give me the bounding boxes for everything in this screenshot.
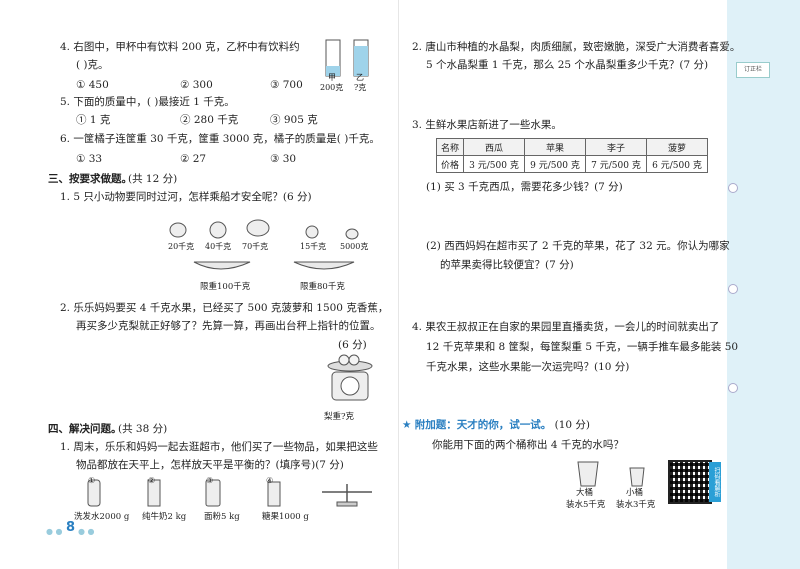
s3q2-line2: 再买多少克梨就正好够了？先算一算，再画出台秤上指针的位置。 (76, 320, 381, 332)
buckets-illustration (577, 461, 645, 487)
page-divider (398, 0, 399, 569)
section3-score: (共 12 分) (128, 173, 178, 185)
sidebar-tab: 订正栏 (736, 62, 770, 78)
section4-score: (共 38 分) (118, 423, 168, 435)
item-label: 糖果1000 g (262, 512, 309, 522)
animals-illustration (169, 219, 359, 240)
binding-hole (728, 183, 738, 193)
q4-blank: ( )克。 (76, 59, 109, 71)
item-label: 面粉5 kg (204, 512, 240, 522)
cup-b-label: 乙 (356, 73, 364, 82)
r-q2-line1: 2. 唐山市种植的水晶梨，肉质细腻，致密嫩脆，深受广大消费者喜爱。 (412, 41, 741, 53)
table-header: 菠萝 (646, 138, 709, 156)
bonus-title: 附加题：天才的你，试一试。 (414, 419, 552, 431)
q5-text: 5. 下面的质量中，( )最接近 1 千克。 (60, 96, 235, 108)
boats-illustration (193, 261, 355, 270)
boat1-limit: 限重100千克 (200, 282, 251, 292)
s4q1-line2: 物品都放在天平上，怎样放天平是平衡的？(填序号)(7 分) (76, 459, 344, 471)
table-cell: 9 元/500 克 (524, 155, 587, 173)
binding-hole (728, 383, 738, 393)
q5-option-2: ② 280 千克 (180, 114, 239, 126)
item-num: ② (148, 476, 156, 485)
cup-a-value: 200克 (320, 83, 344, 92)
r-q3-text: 3. 生鲜水果店新进了一些水果。 (412, 119, 562, 131)
table-header: 名称 (435, 138, 465, 156)
items-illustration (87, 479, 372, 507)
bucket-big-label: 大桶 (576, 488, 594, 498)
boat2-limit: 限重80千克 (300, 282, 345, 292)
s3q2-score: (6 分) (338, 339, 367, 351)
r-q3-sub1: (1) 买 3 千克西瓜，需要花多少钱？(7 分) (426, 181, 623, 193)
q4-text: 4. 右图中，甲杯中有饮料 200 克，乙杯中有饮料约 (60, 41, 300, 53)
table-header: 李子 (585, 138, 648, 156)
section4-title: 四、解决问题。 (48, 423, 122, 435)
cups-illustration (325, 39, 369, 77)
table-cell: 3 元/500 克 (463, 155, 526, 173)
s4q1-line1: 1. 周末，乐乐和妈妈一起去逛超市，他们买了一些物品，如果把这些 (60, 441, 378, 453)
q6-option-2: ② 27 (180, 153, 207, 165)
page-dots: ● ● (46, 527, 63, 536)
q4-option-2: ② 300 (180, 79, 213, 91)
cup-a-label: 甲 (328, 73, 336, 82)
r-q4-line1: 4. 果农王叔叔正在自家的果园里直播卖货，一会儿的时间就卖出了 (412, 321, 720, 333)
qr-code[interactable] (668, 460, 712, 504)
item-num: ③ (206, 476, 214, 485)
bonus-question: 你能用下面的两个桶称出 4 千克的水吗？ (432, 439, 624, 451)
q4-option-1: ① 450 (76, 79, 109, 91)
s3q1-text: 1. 5 只小动物要同时过河，怎样乘船才安全呢？(6 分) (60, 191, 312, 203)
table-cell: 6 元/500 克 (646, 155, 709, 173)
r-q4-line2: 12 千克苹果和 8 筐梨，每筐梨重 5 千克，一辆手推车最多能装 50 (426, 341, 739, 353)
star-icon: ★ (402, 419, 412, 431)
s3q2-line1: 2. 乐乐妈妈要买 4 千克水果，已经买了 500 克菠萝和 1500 克香蕉， (60, 302, 389, 314)
scale-illustration (327, 354, 373, 401)
item-label: 纯牛奶2 kg (142, 512, 187, 522)
binding-hole (728, 284, 738, 294)
q5-option-1: ① 1 克 (76, 114, 111, 126)
price-table: 名称 西瓜 苹果 李子 菠萝 价格 3 元/500 克 9 元/500 克 7 … (435, 138, 709, 173)
item-label: 洗发水2000 g (74, 512, 130, 522)
animal-weight: 20千克 (168, 242, 195, 251)
bonus-score: (10 分) (554, 419, 591, 431)
table-row-label: 价格 (435, 155, 465, 173)
table-cell: 7 元/500 克 (585, 155, 648, 173)
r-q3-sub2-line1: (2) 西西妈妈在超市买了 2 千克的苹果，花了 32 元。你认为哪家 (426, 240, 730, 252)
table-header: 西瓜 (463, 138, 526, 156)
item-num: ④ (266, 476, 274, 485)
q6-option-1: ① 33 (76, 153, 103, 165)
item-num: ① (88, 476, 96, 485)
r-q3-sub2-line2: 的苹果卖得比较便宜？(7 分) (440, 259, 574, 271)
table-header: 苹果 (524, 138, 587, 156)
correction-sidebar (727, 0, 800, 569)
animal-weight: 5000克 (340, 242, 369, 251)
q6-option-3: ③ 30 (270, 153, 297, 165)
r-q2-line2: 5 个水晶梨重 1 千克，那么 25 个水晶梨重多少千克？(7 分) (426, 59, 709, 71)
bucket-small-label: 小桶 (626, 488, 644, 498)
bonus-heading: ★ 附加题：天才的你，试一试。 (10 分) (402, 418, 590, 432)
cup-b-value: ?克 (354, 83, 367, 92)
qr-tag: 扫码看解析 (709, 462, 721, 502)
bucket-small-capacity: 装水3千克 (616, 500, 656, 510)
animal-weight: 15千克 (300, 242, 327, 251)
page-dots: ● ● (78, 527, 95, 536)
scale-label: 梨重?克 (324, 412, 355, 422)
bucket-big-capacity: 装水5千克 (566, 500, 606, 510)
q5-option-3: ③ 905 克 (270, 114, 318, 126)
animal-weight: 70千克 (242, 242, 269, 251)
r-q4-line3: 千克水果，这些水果能一次运完吗？(10 分) (426, 361, 630, 373)
q6-text: 6. 一筐橘子连筐重 30 千克，筐重 3000 克，橘子的质量是( )千克。 (60, 133, 380, 145)
section3-title: 三、按要求做题。 (48, 173, 132, 185)
animal-weight: 40千克 (205, 242, 232, 251)
page-number: 8 (66, 520, 76, 535)
q4-option-3: ③ 700 (270, 79, 303, 91)
